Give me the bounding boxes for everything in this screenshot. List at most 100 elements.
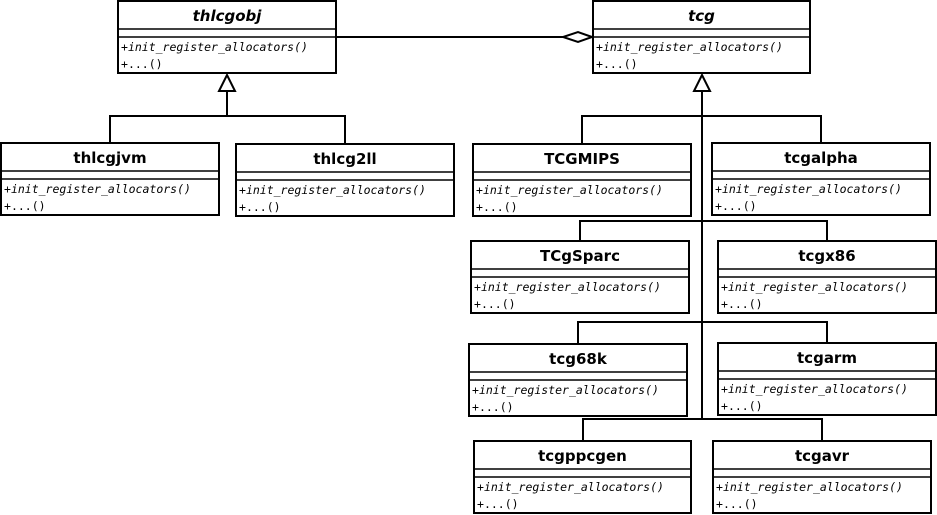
operation-row: +...() [472, 400, 514, 414]
operation-row: +init_register_allocators() [721, 382, 908, 396]
operation-ellipsis: ...() [481, 297, 516, 311]
generalization-arrowhead-thlcgobj [217, 72, 237, 92]
visibility-marker: + [721, 399, 728, 413]
operation-name: init_register_allocators() [11, 182, 191, 196]
class-name: thlcgobj [193, 7, 263, 25]
class-thlcg2ll: thlcg2ll+init_register_allocators()+...(… [235, 143, 455, 217]
operation-row: +init_register_allocators() [4, 182, 191, 196]
class-tcgmips: TCGMIPS+init_register_allocators()+...() [472, 143, 692, 217]
operation-row: +...() [596, 57, 638, 71]
operation-row: +...() [239, 200, 281, 214]
visibility-marker: + [716, 480, 723, 494]
operation-row: +init_register_allocators() [596, 40, 783, 54]
operation-row: +init_register_allocators() [474, 280, 661, 294]
class-name: TCgSparc [540, 247, 620, 265]
class-tcg: tcg+init_register_allocators()+...() [592, 0, 811, 74]
operation-row: +init_register_allocators() [715, 182, 902, 196]
visibility-marker: + [721, 382, 728, 396]
generalization-arrowhead-tcg [692, 72, 712, 92]
operation-ellipsis: ...() [128, 57, 163, 71]
operation-ellipsis: ...() [479, 400, 514, 414]
visibility-marker: + [472, 400, 479, 414]
class-name: tcgppcgen [538, 447, 627, 465]
class-name: tcg68k [549, 350, 608, 368]
visibility-marker: + [476, 183, 483, 197]
visibility-marker: + [239, 200, 246, 214]
operation-ellipsis: ...() [728, 297, 763, 311]
class-thlcgobj: thlcgobj+init_register_allocators()+...(… [117, 0, 337, 74]
generalization-branch-tcgmips-tcgalpha [581, 115, 822, 144]
class-tcgalpha: tcgalpha+init_register_allocators()+...(… [711, 142, 931, 216]
visibility-marker: + [4, 182, 11, 196]
operation-ellipsis: ...() [603, 57, 638, 71]
operation-row: +init_register_allocators() [121, 40, 308, 54]
relationship-lines [109, 30, 828, 441]
operation-row: +...() [721, 399, 763, 413]
operation-row: +init_register_allocators() [476, 183, 663, 197]
class-tcgarm: tcgarm+init_register_allocators()+...() [717, 342, 937, 416]
visibility-marker: + [715, 199, 722, 213]
visibility-marker: + [715, 182, 722, 196]
operation-ellipsis: ...() [484, 497, 519, 511]
operation-name: init_register_allocators() [728, 280, 908, 294]
operation-name: init_register_allocators() [723, 480, 903, 494]
visibility-marker: + [716, 497, 723, 511]
operation-row: +init_register_allocators() [721, 280, 908, 294]
operation-row: +...() [477, 497, 519, 511]
operation-row: +init_register_allocators() [472, 383, 659, 397]
operation-ellipsis: ...() [246, 200, 281, 214]
class-thlcgjvm: thlcgjvm+init_register_allocators()+...(… [0, 142, 220, 216]
visibility-marker: + [596, 40, 603, 54]
operation-row: +init_register_allocators() [477, 480, 664, 494]
visibility-marker: + [121, 57, 128, 71]
visibility-marker: + [121, 40, 128, 54]
operation-name: init_register_allocators() [246, 183, 426, 197]
operation-name: init_register_allocators() [603, 40, 783, 54]
operation-ellipsis: ...() [722, 199, 757, 213]
visibility-marker: + [477, 497, 484, 511]
class-name: tcgx86 [798, 247, 855, 265]
class-tcgsparc: TCgSparc+init_register_allocators()+...(… [470, 240, 690, 314]
class-name: TCGMIPS [544, 150, 620, 168]
visibility-marker: + [239, 183, 246, 197]
operation-name: init_register_allocators() [481, 280, 661, 294]
operation-name: init_register_allocators() [484, 480, 664, 494]
visibility-marker: + [472, 383, 479, 397]
operation-ellipsis: ...() [728, 399, 763, 413]
operation-row: +init_register_allocators() [239, 183, 426, 197]
generalization-branch-tcgppcgen-tcgavr [582, 418, 823, 441]
class-name: thlcgjvm [73, 149, 146, 167]
operation-name: init_register_allocators() [728, 382, 908, 396]
operation-row: +...() [721, 297, 763, 311]
operation-name: init_register_allocators() [483, 183, 663, 197]
visibility-marker: + [596, 57, 603, 71]
class-tcg68k: tcg68k+init_register_allocators()+...() [468, 343, 688, 417]
operation-name: init_register_allocators() [128, 40, 308, 54]
class-name: thlcg2ll [313, 150, 376, 168]
visibility-marker: + [721, 280, 728, 294]
class-name: tcgalpha [784, 149, 858, 167]
visibility-marker: + [476, 200, 483, 214]
operation-name: init_register_allocators() [722, 182, 902, 196]
class-tcgx86: tcgx86+init_register_allocators()+...() [717, 240, 937, 314]
visibility-marker: + [474, 280, 481, 294]
operation-row: +init_register_allocators() [716, 480, 903, 494]
generalization-branch-tcg68k-tcgarm [577, 321, 828, 344]
visibility-marker: + [474, 297, 481, 311]
operation-row: +...() [474, 297, 516, 311]
operation-row: +...() [715, 199, 757, 213]
operation-ellipsis: ...() [11, 199, 46, 213]
aggregation-diamond [559, 30, 595, 44]
visibility-marker: + [4, 199, 11, 213]
operation-row: +...() [121, 57, 163, 71]
operation-ellipsis: ...() [483, 200, 518, 214]
visibility-marker: + [477, 480, 484, 494]
operation-row: +...() [476, 200, 518, 214]
operation-row: +...() [4, 199, 46, 213]
generalization-branch-thlcgobj [109, 115, 346, 144]
class-tcgavr: tcgavr+init_register_allocators()+...() [712, 440, 932, 514]
operation-ellipsis: ...() [723, 497, 758, 511]
class-name: tcgavr [795, 447, 850, 465]
